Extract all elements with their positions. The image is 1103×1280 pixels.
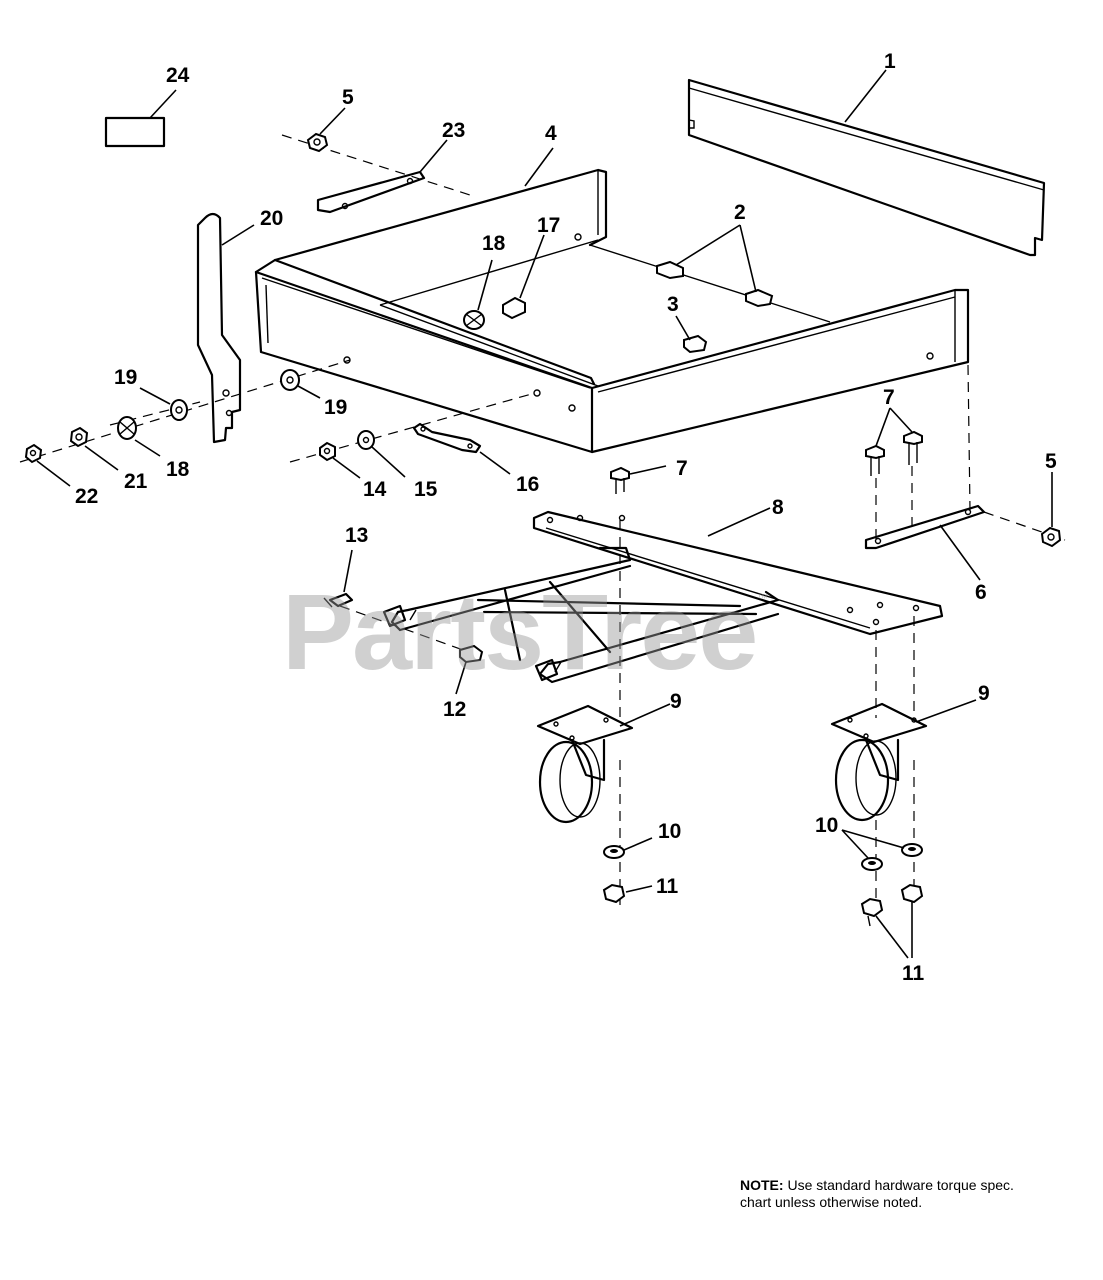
callout-8: 8 (772, 496, 784, 519)
callout-5-upper: 5 (342, 86, 354, 109)
callout-12: 12 (443, 698, 466, 721)
part-23-bracket (281, 134, 471, 214)
part-8-frame (382, 507, 944, 684)
callout-1: 1 (884, 50, 896, 73)
callout-19-right: 19 (324, 396, 347, 419)
part-2-bolts (656, 224, 774, 308)
callout-23: 23 (442, 119, 465, 142)
note-text: Use standard hardware torque spec. chart… (740, 1177, 1014, 1210)
part-10-11-hardware (602, 829, 924, 959)
callout-7-right: 7 (883, 386, 895, 409)
part-hardware-left-stack (19, 359, 351, 487)
callout-16: 16 (516, 473, 539, 496)
part-17-18-hardware (463, 234, 545, 330)
part-9-caster-left (536, 520, 671, 905)
callout-2: 2 (734, 201, 746, 224)
part-3-bolt (675, 315, 708, 354)
part-20-handle (196, 212, 255, 444)
part-hardware-16-stack (289, 392, 536, 479)
callout-18-left: 18 (166, 458, 190, 481)
callout-9-right: 9 (978, 682, 990, 705)
part-7-bolts (610, 407, 923, 494)
callout-15: 15 (414, 478, 438, 501)
part-5-nut-upper (306, 107, 346, 153)
torque-note: NOTE: Use standard hardware torque spec.… (740, 1177, 1040, 1211)
callout-17: 17 (537, 214, 560, 237)
callout-19-left: 19 (114, 366, 137, 389)
callout-13: 13 (345, 524, 368, 547)
callout-21: 21 (124, 470, 148, 493)
callout-10-right: 10 (815, 814, 838, 837)
part-9-caster-right (830, 616, 977, 900)
callout-3: 3 (667, 293, 679, 316)
callout-11-left: 11 (656, 875, 679, 898)
callout-11-right: 11 (902, 962, 925, 985)
callout-10-left: 10 (658, 820, 681, 843)
part-12-13-pins (323, 549, 484, 695)
callout-4: 4 (545, 122, 557, 145)
callout-14: 14 (363, 478, 387, 501)
note-label: NOTE: (740, 1177, 784, 1193)
callout-9-left: 9 (670, 690, 682, 713)
callout-20: 20 (260, 207, 283, 230)
callout-24: 24 (166, 64, 190, 87)
part-1-rear-panel (687, 69, 1046, 257)
callout-labels: 1 2 3 4 5 5 6 7 7 8 9 9 10 10 11 11 12 1… (75, 50, 1057, 985)
callout-22: 22 (75, 485, 98, 508)
callout-18-inner: 18 (482, 232, 506, 255)
callout-6: 6 (975, 581, 987, 604)
part-24-decal (104, 89, 177, 148)
part-4-cart-box (254, 147, 970, 454)
part-5-nut-right (1040, 472, 1062, 548)
part-6-bracket (864, 364, 1066, 581)
callout-7-center: 7 (676, 457, 688, 480)
callout-5-right: 5 (1045, 450, 1057, 473)
